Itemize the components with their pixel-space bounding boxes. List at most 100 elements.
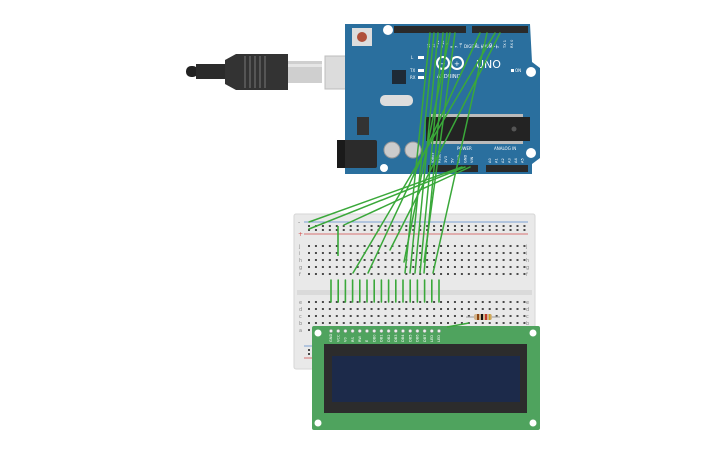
digital-pin-label: ~3 xyxy=(488,43,492,48)
rail-plus-label: + xyxy=(298,231,303,238)
jumper-wire[interactable] xyxy=(403,32,451,263)
lcd-pin[interactable] xyxy=(401,329,405,333)
crystal xyxy=(380,95,413,106)
digital-pin-label: 2 xyxy=(496,46,500,48)
mount-hole xyxy=(526,67,536,77)
digital-header-right xyxy=(472,26,528,33)
row-letter: g xyxy=(526,265,529,271)
lcd-pin-label: LED xyxy=(430,335,434,342)
lcd-wire[interactable] xyxy=(446,322,470,328)
row-letter: d xyxy=(526,307,529,313)
analog-pin-label: A1 xyxy=(495,158,499,163)
power-pin-label: IOREF xyxy=(431,152,435,163)
row-letter: g xyxy=(299,265,302,271)
row-letter: f xyxy=(299,272,301,278)
lcd-pin[interactable] xyxy=(350,329,355,333)
jumper-wire[interactable] xyxy=(389,32,501,251)
lcd-pin-label: DB6 xyxy=(416,334,420,342)
row-letter: c xyxy=(299,314,302,320)
lcd-pin-label: DB4 xyxy=(401,334,405,342)
analog-label: ANALOG IN xyxy=(494,146,516,151)
lcd-pin-label: DB3 xyxy=(394,334,398,342)
power-pin-label: 5V xyxy=(451,158,455,163)
arduino-uno-board[interactable]: − + ARDUINO UNO DIGITAL (PWM~) ON L TX R… xyxy=(337,24,540,174)
jumper-wire[interactable] xyxy=(409,32,435,274)
lcd-pin-label: DB1 xyxy=(380,334,384,342)
lcd-pin[interactable] xyxy=(336,329,341,333)
digital-pin-label: 12 xyxy=(432,43,436,48)
digital-label: DIGITAL (PWM~) xyxy=(464,44,498,49)
rx-label: RX xyxy=(410,75,416,80)
center-channel xyxy=(297,290,532,295)
jumper-wire[interactable] xyxy=(308,166,463,223)
mount-hole xyxy=(526,148,536,158)
lcd-pin[interactable] xyxy=(329,329,333,333)
analog-pin-label: A2 xyxy=(501,158,505,163)
power-jack xyxy=(337,140,377,168)
lcd-pin-label: RS xyxy=(351,337,355,342)
row-letter: j xyxy=(298,244,300,250)
analog-pin-label: A0 xyxy=(488,158,492,163)
jumper-wire[interactable] xyxy=(367,32,481,274)
jumper-wire[interactable] xyxy=(419,32,444,274)
jumper-wire[interactable] xyxy=(308,166,466,230)
lcd-pin[interactable] xyxy=(343,329,348,333)
power-pin-label: 3V3 xyxy=(444,156,448,163)
row-letter: f xyxy=(526,272,528,278)
jumper-wire[interactable] xyxy=(432,32,488,274)
power-label: POWER xyxy=(457,146,472,151)
digital-pin-label: TX 1 xyxy=(503,40,507,49)
lcd-pin-label: LED xyxy=(437,335,441,342)
lcd-pin-label: DB0 xyxy=(372,334,376,342)
lcd-pin[interactable] xyxy=(372,329,377,333)
mount-hole xyxy=(383,25,393,35)
lcd-pin[interactable] xyxy=(393,329,398,333)
usb-cable-icon[interactable] xyxy=(186,54,374,90)
lcd-pin[interactable] xyxy=(408,329,413,333)
power-header xyxy=(428,165,478,172)
lcd-pin[interactable] xyxy=(386,329,391,333)
lcd-pin[interactable] xyxy=(365,329,369,333)
lcd-pin[interactable] xyxy=(415,329,420,333)
row-letter: h xyxy=(299,258,302,264)
digital-pin-label: ~5 xyxy=(474,43,478,48)
usb-chip xyxy=(392,70,406,84)
row-letter: i xyxy=(526,251,527,257)
lcd-pin-label: DB2 xyxy=(387,334,391,342)
tx-label: TX xyxy=(409,68,415,73)
power-pin-label: GND xyxy=(464,155,468,163)
jumper-wire[interactable] xyxy=(423,32,456,263)
analog-pin-label: A4 xyxy=(514,158,518,163)
jumper-wires[interactable] xyxy=(308,32,501,274)
lcd-pin-label: VCC xyxy=(336,334,340,342)
lcd-pin-label: E xyxy=(365,339,369,342)
voltage-regulator xyxy=(357,117,369,135)
lcd-pin[interactable] xyxy=(357,329,362,333)
digital-pin-label: 8 xyxy=(450,45,454,48)
row-letter: e xyxy=(299,300,302,306)
lcd-pin[interactable] xyxy=(437,329,441,333)
lcd-pin-label: RW xyxy=(358,336,362,342)
digital-pin-label: RX 0 xyxy=(510,39,514,48)
digital-pin-label: ~6 xyxy=(459,42,463,48)
lcd-pin[interactable] xyxy=(422,329,427,333)
power-pin-label: RESET xyxy=(438,151,442,163)
jumper-wire[interactable] xyxy=(343,166,471,226)
breadboard-jumpers[interactable] xyxy=(330,279,440,303)
lcd-pin[interactable] xyxy=(429,329,434,333)
svg-text:+: + xyxy=(454,60,460,68)
capacitor xyxy=(383,141,401,159)
row-letter: h xyxy=(526,258,529,264)
resistor[interactable] xyxy=(466,314,500,320)
lcd-pin[interactable] xyxy=(379,329,384,333)
digital-pin-label: ~10 xyxy=(441,40,445,48)
reset-button-icon[interactable] xyxy=(352,28,372,46)
row-letter: e xyxy=(526,300,529,306)
svg-text:−: − xyxy=(440,60,446,68)
on-label: ON xyxy=(515,68,521,73)
digital-pin-label: ~11 xyxy=(436,40,440,48)
lcd-pin-label: DB5 xyxy=(408,334,412,342)
jumper-wire[interactable] xyxy=(446,322,470,328)
